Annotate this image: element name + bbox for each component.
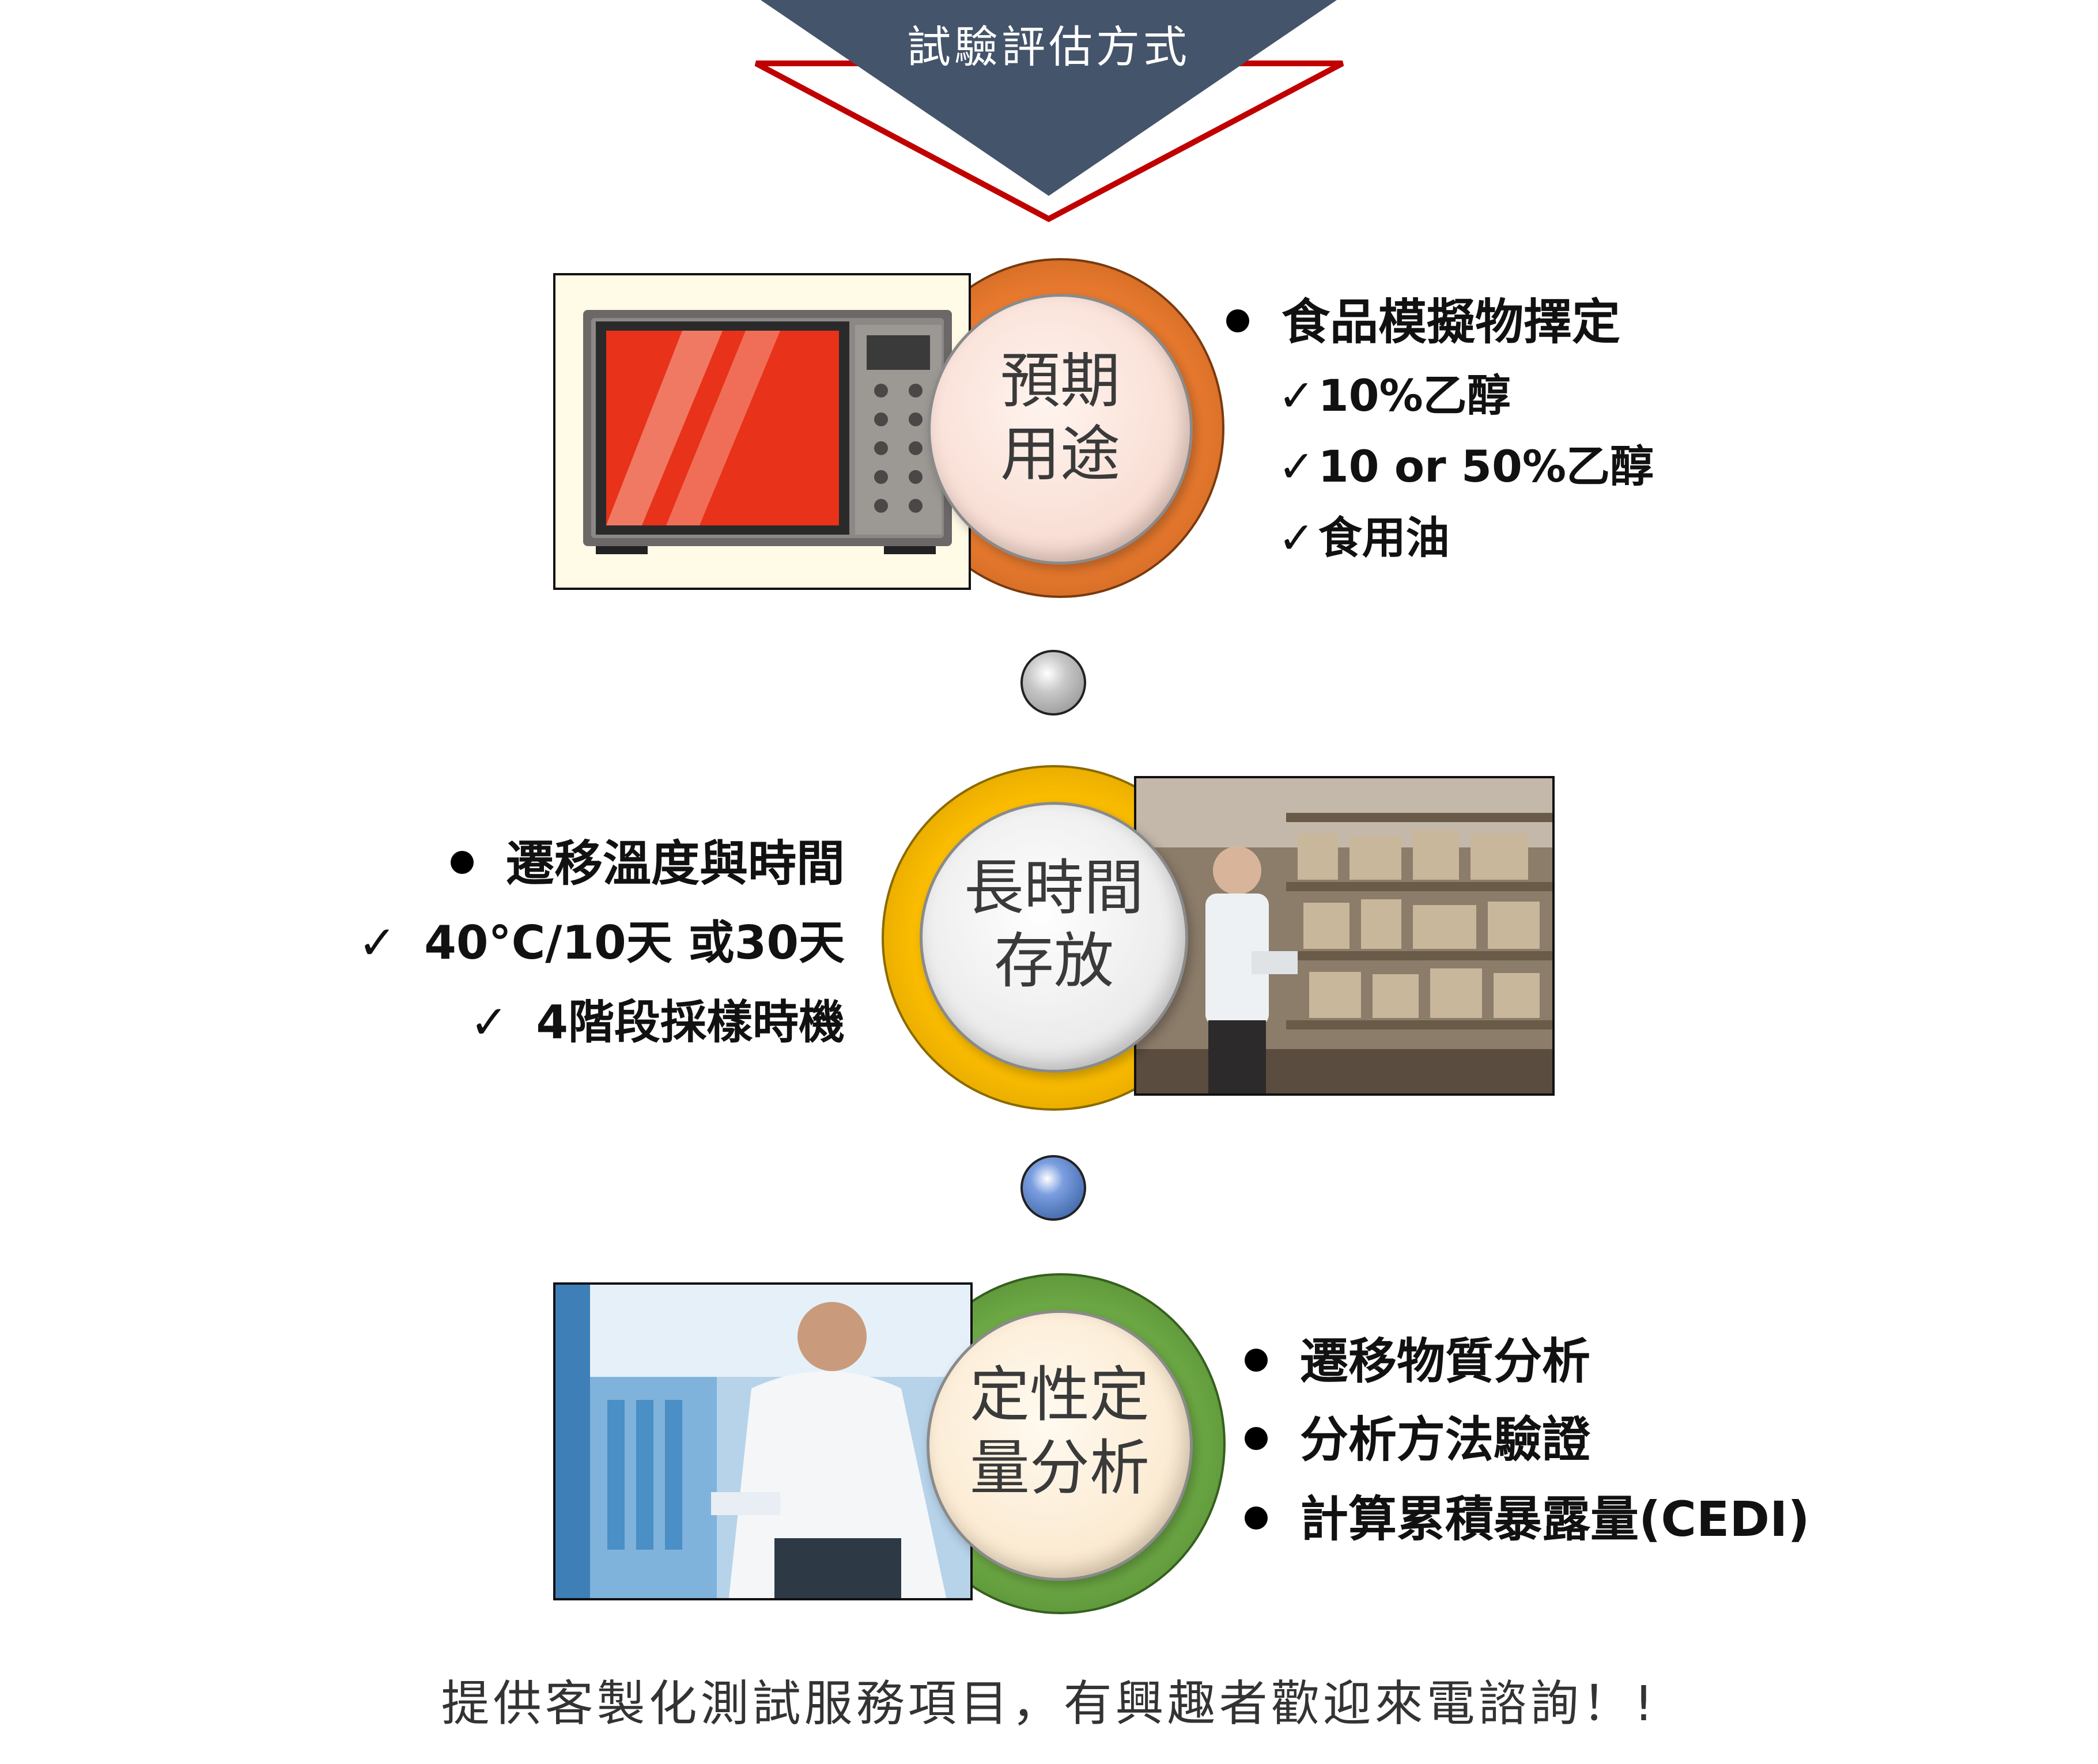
step2-bullet: 遷移溫度與時間 [450,825,845,895]
bullet-dot-icon [450,851,474,875]
step1-label: 預期 用途 [928,345,1193,491]
header-title: 試驗評估方式 [907,21,1190,73]
step1-check-1-text: 10%乙醇 [1318,370,1511,421]
footer-note: 提供客製化測試服務項目，有興趣者歡迎來電諮詢！! [441,1675,1657,1732]
check-mark-icon: ✓ [1278,512,1315,563]
lab-photo [553,1282,973,1600]
step3-bullet-3: 計算累積暴露量(CEDI) [1245,1481,1810,1550]
step1-check-1: ✓10%乙醇 [1278,360,1511,423]
step1-check-3: ✓食用油 [1278,502,1450,566]
step2-check-1: ✓ 40°C/10天 或30天 [358,906,845,972]
step3-bullet-3-text: 計算累積暴露量(CEDI) [1300,1491,1810,1547]
step3-label-line1: 定性定 [969,1360,1150,1430]
step3-label: 定性定 量分析 [927,1358,1193,1505]
header-arrow-fill [761,0,1337,196]
step3-bullet-2: 分析方法驗證 [1245,1401,1590,1471]
check-mark-icon: ✓ [470,995,509,1049]
step1-label-line2: 用途 [1000,418,1120,489]
step3-bullet-1: 遷移物質分析 [1245,1323,1590,1392]
step1-label-line1: 預期 [1000,346,1120,416]
microwave-photo [553,273,971,590]
step2-label-circle [920,802,1188,1073]
bullet-dot-icon [1245,1427,1268,1451]
bullet-dot-icon [1245,1506,1268,1530]
check-mark-icon: ✓ [1278,441,1315,492]
step2-label: 長時間 存放 [920,851,1188,998]
step2-label-line2: 存放 [993,925,1114,996]
step2-check-2: ✓ 4階段採樣時機 [470,985,845,1052]
warehouse-photo [1134,776,1555,1096]
microwave-oven-icon [583,310,952,554]
check-mark-icon: ✓ [1278,370,1315,421]
step1-bullet: 食品模擬物擇定 [1226,283,1620,353]
step2-label-line1: 長時間 [963,853,1144,923]
step1-check-2-text: 10 or 50%乙醇 [1318,441,1654,492]
header-arrow [754,0,1344,222]
step1-bullet-text: 食品模擬物擇定 [1282,294,1621,350]
step3-label-line2: 量分析 [969,1432,1150,1503]
step2-check-1-text: 40°C/10天 或30天 [424,916,845,970]
step1-check-3-text: 食用油 [1318,512,1450,563]
step2-bullet-text: 遷移溫度與時間 [505,835,845,892]
connector-ball-blue [1020,1155,1086,1221]
step1-label-circle [928,294,1193,565]
bullet-dot-icon [1226,309,1249,333]
bullet-dot-icon [1245,1349,1268,1372]
check-mark-icon: ✓ [358,916,397,970]
step3-bullet-2-text: 分析方法驗證 [1300,1411,1591,1468]
connector-ball-gray [1020,650,1086,716]
step2-check-2-text: 4階段採樣時機 [536,995,845,1049]
lab-technician-icon [555,1285,970,1598]
step1-check-2: ✓10 or 50%乙醇 [1278,431,1654,494]
step3-label-circle [927,1310,1193,1581]
step3-bullet-1-text: 遷移物質分析 [1300,1333,1591,1390]
warehouse-worker-icon [1136,778,1552,1093]
